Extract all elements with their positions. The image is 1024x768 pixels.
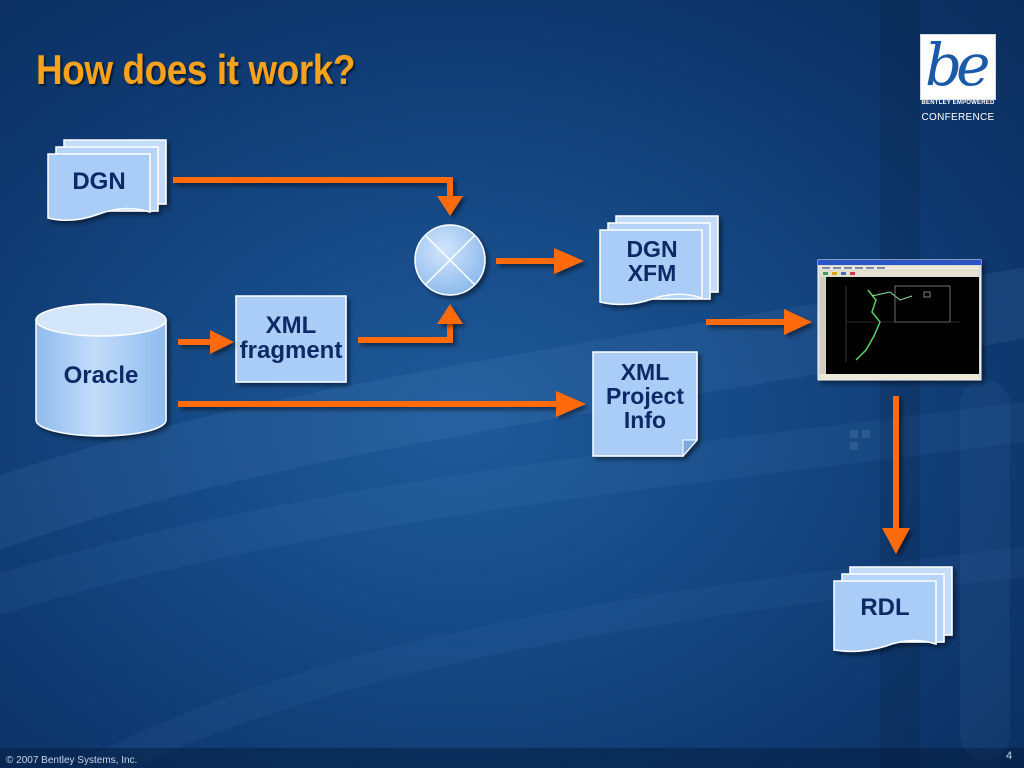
- slide-title: How does it work?: [36, 46, 356, 93]
- merge-circle-icon: [414, 224, 486, 296]
- node-dgn-xfm-label: DGN XFM: [600, 228, 704, 294]
- dgn-document-stack-icon: [47, 139, 167, 221]
- dgn-xfm-line-2: XFM: [627, 260, 677, 286]
- xml-project-info-line-1: XML: [620, 358, 670, 385]
- arrow-heads: [210, 196, 910, 554]
- footer-copyright: © 2007 Bentley Systems, Inc.: [6, 755, 138, 766]
- node-xml-fragment-label: XML fragment: [236, 296, 346, 380]
- arrow-dgn-to-merge: [173, 177, 453, 198]
- node-rdl-label: RDL: [834, 580, 936, 636]
- oracle-label: Oracle: [63, 362, 139, 390]
- node-oracle-label: Oracle: [36, 340, 166, 412]
- logo-mark-box: be: [920, 31, 996, 100]
- dgn-label: DGN: [72, 168, 126, 196]
- logo-mark: be: [925, 31, 990, 99]
- dgn-xfm-line-1: DGN: [626, 235, 678, 262]
- xml-fragment-box: [235, 295, 347, 383]
- flow-arrows: [173, 177, 899, 530]
- logo-name: CONFERENCE: [921, 112, 995, 123]
- xml-fragment-line-1: XML: [265, 311, 317, 339]
- xml-project-info-line-3: Info: [623, 407, 667, 434]
- xml-project-info-document-icon: [592, 351, 699, 458]
- node-xml-project-info-label: XML Project Info: [593, 352, 697, 440]
- rdl-document-stack-icon: [833, 566, 953, 653]
- be-conference-logo: be BENTLEY EMPOWERED CONFERENCE: [920, 31, 996, 128]
- dgn-xfm-document-stack-icon: [599, 215, 719, 306]
- xml-fragment-line-2: fragment: [239, 337, 343, 364]
- logo-tagline: BENTLEY EMPOWERED: [921, 100, 995, 106]
- arrow-xmlfragment-to-merge: [358, 322, 453, 343]
- footer-bar: [0, 748, 1024, 768]
- oracle-database-cylinder-icon: [35, 303, 167, 437]
- cad-application-window-icon: [817, 259, 982, 381]
- node-dgn-label: DGN: [48, 158, 150, 206]
- xml-project-info-line-2: Project: [606, 382, 684, 409]
- rdl-label: RDL: [860, 594, 910, 622]
- page-number: 4: [1006, 750, 1013, 762]
